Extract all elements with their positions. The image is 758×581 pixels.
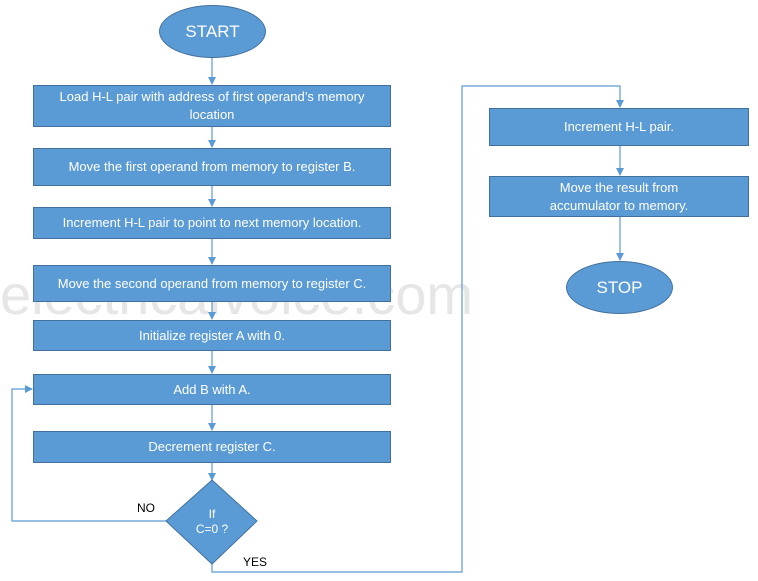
step-increment-hl-next-box: Increment H-L pair to point to next memo… (33, 207, 391, 239)
decision-diamond (165, 479, 258, 565)
yes-label: YES (243, 555, 268, 569)
start-oval: START (159, 5, 266, 58)
step-move-first-operand-box: Move the first operand from memory to re… (33, 148, 391, 186)
step-initialize-a-box: Initialize register A with 0. (33, 320, 391, 351)
decision-text-line1: If (208, 507, 216, 521)
no-label: NO (137, 501, 155, 515)
decision-text-line2: C=0 ? (195, 522, 229, 536)
step-increment-hl-box: Increment H-L pair. (489, 108, 749, 146)
step-load-hl-box: Load H-L pair with address of first oper… (33, 85, 391, 127)
arrow-no-loop (11, 385, 166, 522)
step-add-b-a-box: Add B with A. (33, 374, 391, 405)
step-move-result-box: Move the result from accumulator to memo… (489, 176, 749, 217)
arrow-yes-path (211, 85, 624, 573)
stop-oval: STOP (566, 261, 673, 314)
step-move-second-operand-box: Move the second operand from memory to r… (33, 265, 391, 302)
step-decrement-c-box: Decrement register C. (33, 431, 391, 463)
